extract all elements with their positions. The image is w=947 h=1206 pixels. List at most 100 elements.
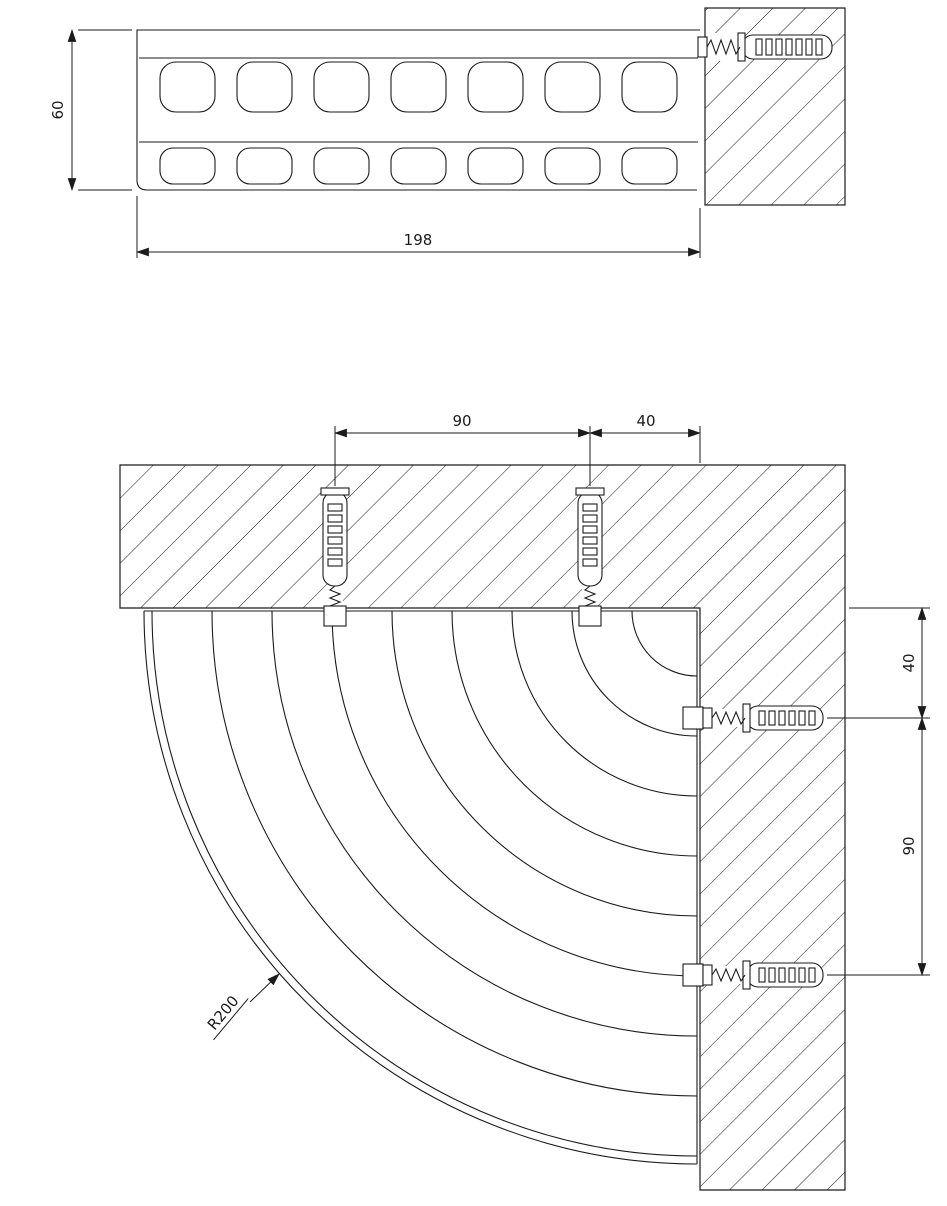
anchor-rib (795, 38, 803, 56)
dimension-label-right-offset: 40 (900, 653, 918, 672)
anchor-rib (788, 967, 796, 983)
mounting-bracket (323, 605, 347, 627)
anchor-rib (768, 710, 776, 726)
shelf-wire-arc (391, 610, 698, 917)
basket-slot (159, 147, 216, 185)
screw-thread (706, 38, 741, 56)
anchor-rib (808, 967, 816, 983)
plan-view: 90 40 40 90 R200 (119, 412, 930, 1191)
slot-row-lower (159, 147, 678, 185)
anchor-rib (758, 710, 766, 726)
dimension-label-height: 60 (49, 100, 67, 119)
dimension-height: 60 (49, 28, 132, 192)
dimension-width: 198 (135, 196, 702, 258)
anchor-rib (788, 710, 796, 726)
dimension-label-top-offset: 40 (636, 412, 655, 430)
anchor-rib (785, 38, 793, 56)
anchor-rib (327, 525, 343, 534)
anchor-rib (775, 38, 783, 56)
basket-slot (313, 147, 370, 185)
basket-slot (621, 61, 678, 113)
anchor-ribs (755, 38, 823, 56)
shelf-wire-arc (331, 610, 698, 977)
shelf-outer-rim-arc (143, 610, 698, 1165)
anchor-rib (765, 38, 773, 56)
basket-slot (621, 147, 678, 185)
anchor-rib (582, 503, 598, 512)
anchor-rib (758, 967, 766, 983)
anchor-rib (582, 525, 598, 534)
shelf-wire-arc (211, 610, 698, 1097)
anchor-rib (327, 558, 343, 567)
anchor-rib (798, 710, 806, 726)
radius-callout: R200 (204, 973, 280, 1041)
anchor-rib (582, 547, 598, 556)
radius-label-underline (213, 998, 249, 1041)
side-elevation-view: 60 198 (49, 7, 846, 258)
anchor-rib (327, 547, 343, 556)
anchor-rib (778, 710, 786, 726)
anchor-collar (320, 487, 350, 496)
dimension-top-span: 90 40 (333, 412, 702, 486)
anchor-ribs (582, 503, 598, 567)
screw-head (697, 36, 708, 58)
mounting-bracket (682, 963, 704, 987)
basket-slot (159, 61, 216, 113)
anchor-backing (702, 709, 750, 727)
dimension-label-right-span: 90 (900, 836, 918, 855)
anchor-rib (582, 536, 598, 545)
wall-anchor-right-upper-icon (682, 703, 824, 733)
wall-anchor-side-icon (697, 32, 833, 62)
shelf-outline (136, 29, 700, 191)
shelf-side-profile (136, 29, 700, 191)
basket-slot (544, 147, 601, 185)
anchor-rib (815, 38, 823, 56)
anchor-rib (805, 38, 813, 56)
anchor-ribs (758, 710, 816, 726)
basket-slot (544, 61, 601, 113)
screw-head (702, 707, 713, 729)
shelf-wire-arc (451, 610, 698, 857)
screw-thread (711, 710, 746, 726)
dimension-label-top-span: 90 (452, 412, 471, 430)
anchor-rib (755, 38, 763, 56)
wall-anchor-top-right-icon (575, 487, 605, 627)
anchor-collar (742, 703, 751, 733)
shelf-wire-arc (271, 610, 698, 1037)
basket-slot (390, 147, 447, 185)
anchor-rib (778, 967, 786, 983)
basket-slot (313, 61, 370, 113)
anchor-ribs (758, 967, 816, 983)
shelf-plan-profile (143, 610, 698, 1165)
corner-wall-plan (119, 464, 846, 1191)
anchor-rib (808, 710, 816, 726)
anchor-rib (582, 514, 598, 523)
anchor-backing (702, 966, 750, 984)
shelf-wire-arc (511, 610, 698, 797)
shelf-outer-rim-arc-inner (151, 610, 698, 1157)
screw-head (702, 964, 713, 986)
basket-slot (467, 147, 524, 185)
anchor-ribs (327, 503, 343, 567)
anchor-rib (798, 967, 806, 983)
anchor-collar (742, 960, 751, 990)
shelf-wire-arc (571, 610, 698, 737)
anchor-rib (582, 558, 598, 567)
screw-thread (711, 967, 746, 983)
shelf-wire-arc (631, 610, 698, 677)
dimension-right-span: 40 90 (827, 606, 930, 977)
dimension-label-width: 198 (404, 231, 433, 249)
wall-anchor-top-left-icon (320, 487, 350, 627)
anchor-collar (575, 487, 605, 496)
basket-slot (236, 61, 293, 113)
anchor-collar (737, 32, 746, 62)
basket-slot (236, 147, 293, 185)
anchor-rib (768, 967, 776, 983)
radius-leader-line (249, 973, 280, 1003)
anchor-rib (327, 514, 343, 523)
mounting-bracket (682, 706, 704, 730)
wall-anchor-right-lower-icon (682, 960, 824, 990)
slot-row-upper (159, 61, 678, 113)
basket-slot (467, 61, 524, 113)
